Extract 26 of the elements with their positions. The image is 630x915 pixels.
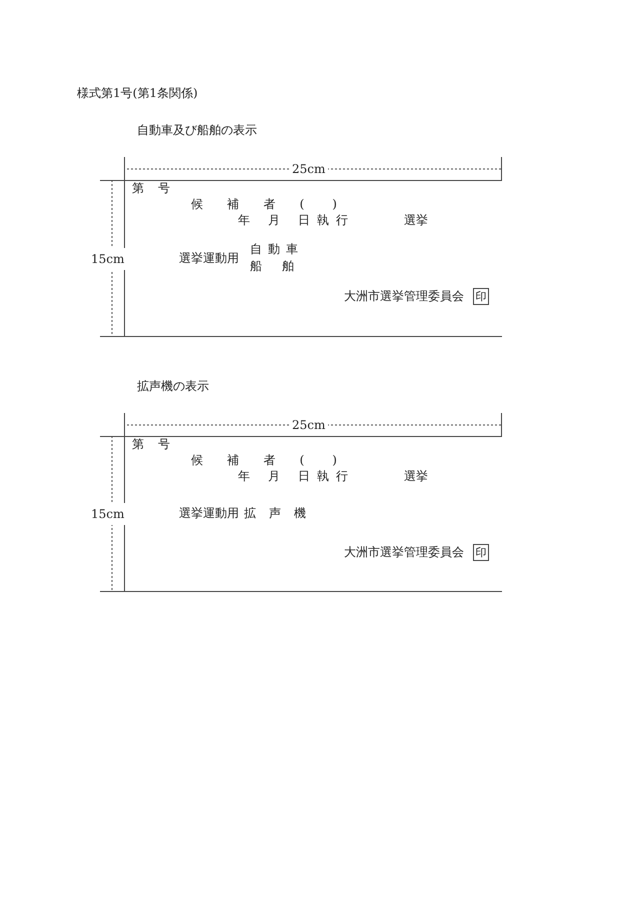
dimension-label: 25cm <box>289 418 328 432</box>
form-title: 様式第1号(第1条関係) <box>77 86 198 100</box>
form-text: 候補者( ) <box>191 197 337 211</box>
section-heading: 拡声機の表示 <box>137 379 209 393</box>
form-text: 大洲市選挙管理委員会 <box>344 545 464 559</box>
form-text: 選挙 <box>404 469 428 483</box>
form-text: 第 号 <box>132 181 170 195</box>
seal-box: 印 <box>473 288 489 305</box>
form-text: 拡 声 機 <box>244 506 306 520</box>
form-text: 自 動 車 <box>250 242 298 256</box>
dimension-label: 15cm <box>89 503 126 525</box>
sign-panel <box>124 180 502 337</box>
form-text: 年 月 日執行 <box>238 469 348 483</box>
form-text: 選挙運動用 <box>179 506 239 520</box>
form-text: 第 号 <box>132 437 170 451</box>
section-heading: 自動車及び船舶の表示 <box>137 123 257 137</box>
form-text: 候補者( ) <box>191 453 337 467</box>
dimension-label: 25cm <box>289 162 328 176</box>
form-text: 船 舶 <box>250 259 294 273</box>
form-text: 年 月 日執行 <box>238 213 348 227</box>
dimension-label: 15cm <box>89 248 126 270</box>
form-text: 選挙 <box>404 213 428 227</box>
seal-box: 印 <box>473 544 489 561</box>
form-text: 大洲市選挙管理委員会 <box>344 289 464 303</box>
form-text: 選挙運動用 <box>179 251 239 265</box>
sign-panel <box>124 436 502 592</box>
